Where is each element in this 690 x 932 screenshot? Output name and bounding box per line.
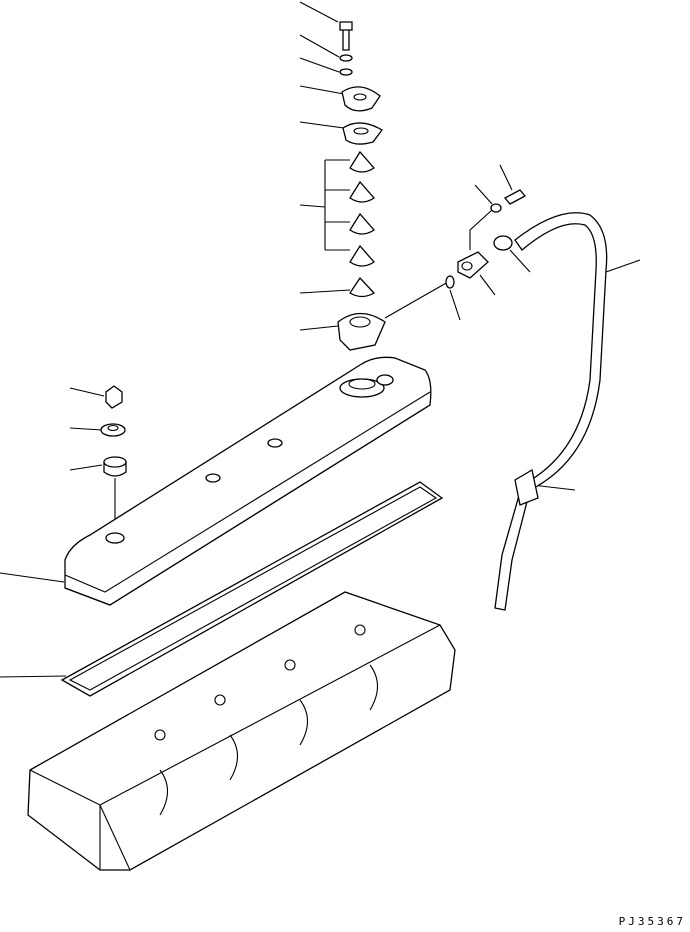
leader-flange-bolt bbox=[499, 164, 513, 191]
leader-clamp bbox=[509, 249, 531, 273]
hose-fittings bbox=[445, 189, 608, 611]
leader-flange bbox=[479, 274, 496, 296]
drawing-code: PJ35367 bbox=[618, 915, 686, 928]
breather-parts bbox=[337, 21, 386, 351]
leader-grommet bbox=[69, 464, 103, 471]
leader-flange-washer bbox=[474, 184, 493, 205]
valve-cover bbox=[64, 356, 432, 606]
cover-gasket bbox=[60, 481, 444, 697]
leader-o-ring bbox=[384, 281, 461, 321]
leader-plate-gasket bbox=[299, 121, 345, 129]
leader-hose bbox=[605, 259, 641, 273]
leader-cap-plate bbox=[299, 85, 345, 95]
leader-hose-clip bbox=[531, 484, 576, 491]
cylinder-head bbox=[27, 591, 456, 871]
leader-breather-line bbox=[469, 209, 493, 250]
leader-valve-cover bbox=[0, 572, 65, 583]
leader-cap-nut bbox=[69, 387, 105, 397]
cap-parts bbox=[100, 385, 127, 477]
leader-element-group bbox=[299, 159, 350, 251]
leader-seal-washer bbox=[69, 427, 103, 431]
leader-washer bbox=[299, 34, 340, 58]
leader-small-washer bbox=[299, 57, 340, 73]
leader-breather-body bbox=[299, 325, 339, 331]
leader-element bbox=[299, 289, 351, 294]
leader-cover-gasket bbox=[0, 675, 67, 678]
leader-bolt bbox=[299, 1, 339, 23]
